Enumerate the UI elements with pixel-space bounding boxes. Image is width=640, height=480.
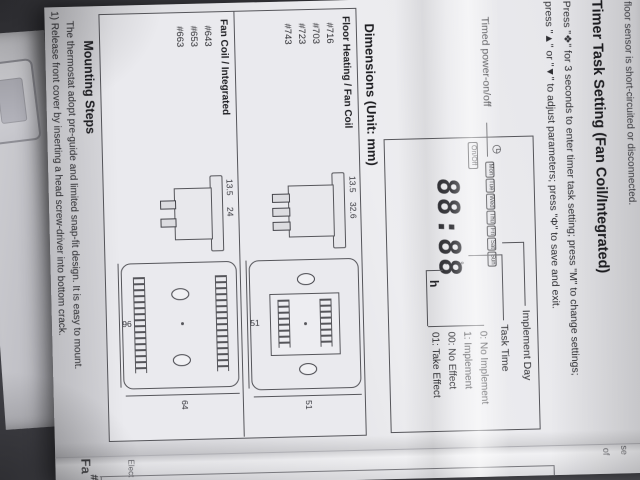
cutoff-word: Elect	[126, 459, 136, 478]
task-time-label: Task Time	[498, 324, 512, 372]
center-mark	[303, 322, 308, 326]
dim-panel-thickness-a: 13.5	[347, 175, 358, 193]
implement-day-label: Implement Day	[519, 309, 534, 381]
lcd-onoff-indicator: On/Off	[467, 141, 479, 169]
manual-page-content: built-in sensor is short-circuited or di…	[44, 0, 640, 480]
model-number: #653	[187, 25, 200, 48]
terminal-pin	[159, 200, 177, 210]
thermostat-product-image	[0, 57, 42, 146]
legend-item-1: 1: Implement	[461, 331, 474, 390]
legend-item-3: 01: Take Effect	[429, 331, 442, 398]
cutoff-word: of	[601, 447, 612, 456]
group-b-name: Fan Coil / Integrated	[217, 18, 231, 116]
fragment-text-bottom: floor sensor is short-circuited or disco…	[621, 1, 638, 206]
manual-page: built-in sensor is short-circuited or di…	[44, 0, 640, 480]
day-chip-tue: Tue	[485, 178, 495, 193]
terminal-block	[214, 275, 230, 372]
legend-item-2: 00: No Effect	[445, 331, 458, 390]
dim-body-depth-a: 32.6	[348, 201, 359, 219]
model-number: #743	[281, 23, 294, 45]
mounting-title: Mounting Steps	[81, 40, 98, 135]
dim-panel-thickness-b: 13.5	[224, 178, 235, 196]
timer-section-title: Timer Task Setting (Fan Coil/Integrated)	[588, 0, 611, 274]
timed-power-label: Timed power-on/off	[478, 16, 493, 107]
terminal-block	[319, 298, 333, 347]
timer-instruction-line1: Press "❖" for 3 seconds to enter timer t…	[560, 0, 582, 376]
terminal-pin	[271, 193, 291, 203]
cutoff-word: # 7	[88, 474, 100, 480]
center-mark	[180, 322, 185, 326]
timer-instruction-line2: press "▲" or "▼" to adjust parameters; p…	[542, 0, 562, 309]
model-number: #723	[295, 23, 308, 45]
dim-height-a: 51	[303, 399, 315, 410]
model-number: #703	[309, 22, 322, 45]
terminal-pin	[272, 207, 291, 217]
cutoff-word: se	[619, 445, 630, 456]
dim-height-b: 64	[179, 400, 191, 410]
lcd-day-strip: MonTueWedThuFriSatSun	[484, 161, 505, 267]
terminal-pin	[160, 218, 177, 228]
terminal-block	[132, 277, 148, 374]
day-chip-wed: Wed	[485, 193, 496, 210]
side-view-body-b	[173, 187, 213, 241]
dim-body-depth-b: 24	[225, 206, 236, 217]
fold-line	[55, 442, 640, 459]
day-chip-thu: Thu	[486, 210, 496, 226]
lcd-degree-mark-2: °	[439, 261, 449, 266]
thermostat-screen	[0, 77, 28, 125]
side-view-body-a	[287, 184, 335, 238]
day-chip-sat: Sat	[486, 237, 497, 252]
cutoff-word: Fa	[78, 458, 94, 474]
terminal-pin	[272, 221, 291, 231]
terminal-block	[277, 299, 291, 348]
legend-item-0: 0: No Implement	[477, 330, 491, 405]
lcd-degree-mark-1: °	[455, 261, 465, 265]
dim-width-a: 51	[250, 318, 260, 329]
dim-width-b: 96	[122, 319, 132, 330]
model-number: #716	[323, 22, 336, 44]
next-table-border	[99, 465, 555, 478]
dimensions-title: Dimensions (Unit: mm)	[361, 23, 381, 166]
clock-icon: ◷	[490, 144, 503, 155]
model-number: #663	[173, 26, 186, 48]
next-table-border	[553, 465, 555, 476]
day-chip-fri: Fri	[486, 225, 496, 238]
lcd-hour-unit: h	[427, 279, 442, 288]
day-chip-mon: Mon	[485, 161, 495, 178]
model-number: #643	[201, 25, 214, 47]
